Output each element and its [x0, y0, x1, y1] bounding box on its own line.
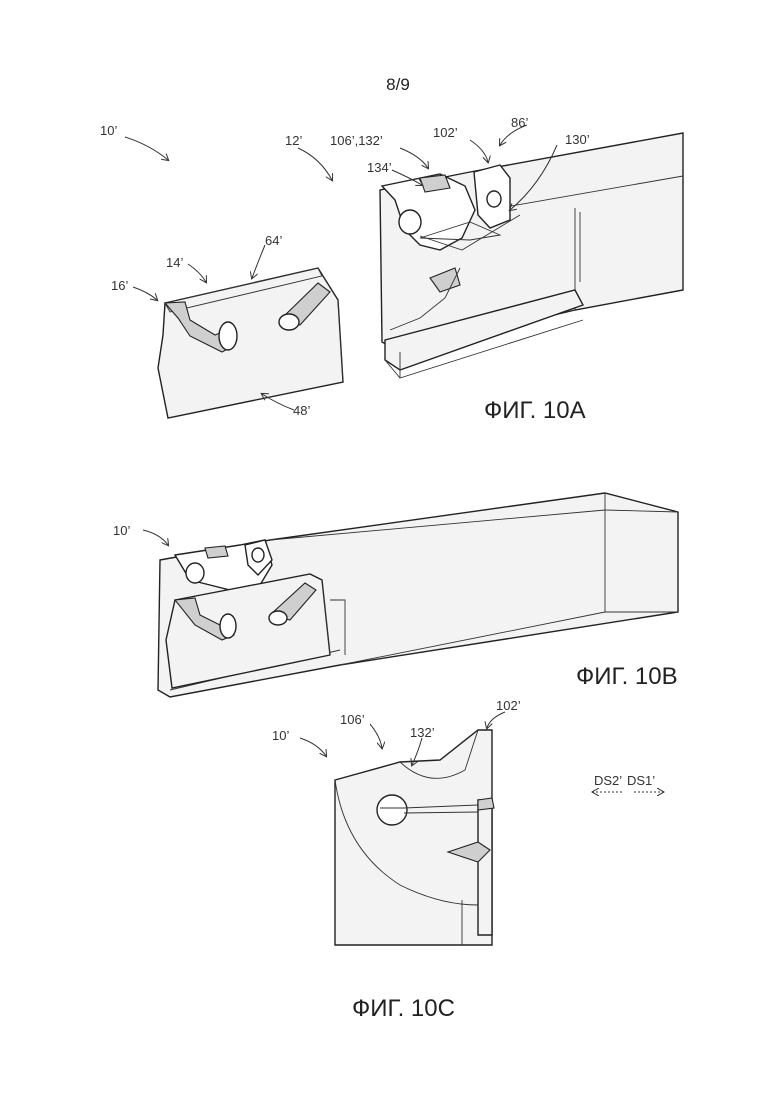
- label-10c-direction-1: DS1’: [627, 773, 655, 788]
- label-10c-assembly: 10’: [272, 728, 289, 743]
- label-10a-lever-pocket: 106’,132’: [330, 133, 383, 148]
- label-10a-clamp-arm: 102’: [433, 125, 458, 140]
- label-10c-pocket: 106’: [340, 712, 365, 727]
- label-10a-blade-bottom: 48’: [293, 403, 310, 418]
- label-10a-insert: 16’: [111, 278, 128, 293]
- figure-10c: 10’ 106’ 132’ 102’ DS2’ DS1’ ФИГ. 10C: [272, 698, 663, 1022]
- label-10a-assembly: 10’: [100, 123, 117, 138]
- caption-fig-10c: ФИГ. 10C: [352, 995, 455, 1022]
- label-10a-blade: 14’: [166, 255, 183, 270]
- holder-drawing: [380, 133, 683, 378]
- page-number: 8/9: [386, 75, 410, 94]
- label-10a-lever-recess: 134’: [367, 160, 392, 175]
- label-10a-screw-bore: 130’: [565, 132, 590, 147]
- label-10c-pocket-surface: 132’: [410, 725, 435, 740]
- label-10c-clamp-arm: 102’: [496, 698, 521, 713]
- label-10a-blade-top: 64’: [265, 233, 282, 248]
- label-10b-assembly: 10’: [113, 523, 130, 538]
- figure-10a: 10’ 12’ 106’,132’ 134’ 102’ 86’ 130’ 64’…: [100, 115, 683, 424]
- figure-10b: 10’ ФИГ. 10B: [113, 493, 678, 697]
- label-10a-holder-top: 86’: [511, 115, 528, 130]
- label-10c-direction-2: DS2’: [594, 773, 622, 788]
- blade-drawing: [158, 268, 343, 418]
- caption-fig-10b: ФИГ. 10B: [576, 663, 678, 690]
- label-10a-holder: 12’: [285, 133, 302, 148]
- caption-fig-10a: ФИГ. 10A: [484, 397, 586, 424]
